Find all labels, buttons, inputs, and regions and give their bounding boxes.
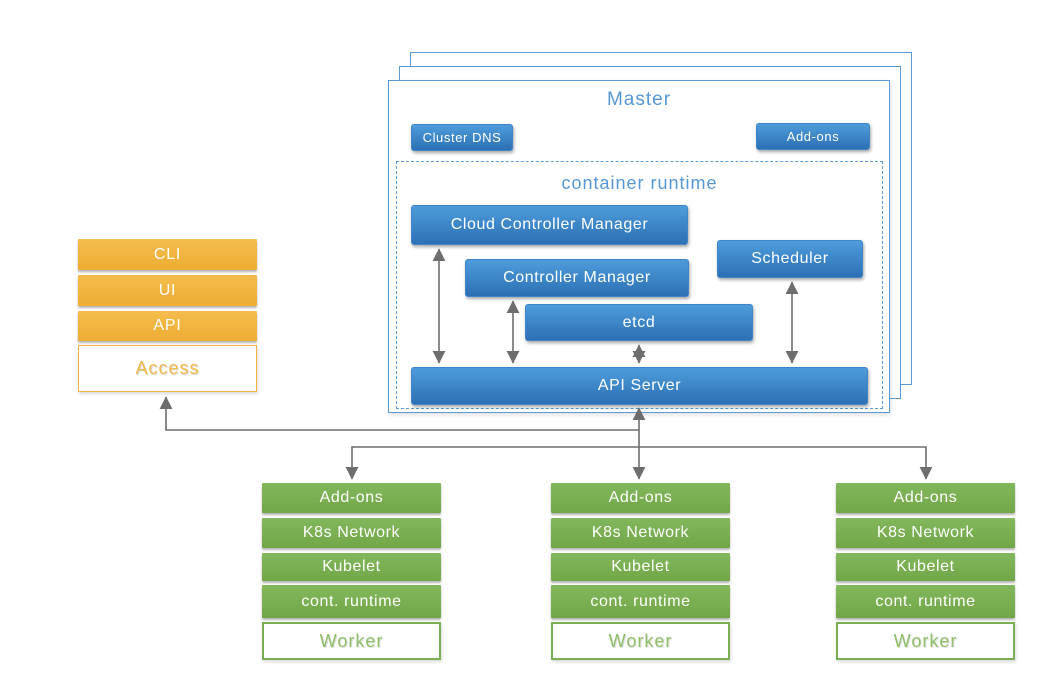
etcd-box: etcd	[525, 304, 753, 341]
worker1-label-box: Worker	[262, 622, 441, 660]
cli-box: CLI	[78, 239, 257, 270]
master-title: Master	[606, 89, 672, 110]
worker3-cont-runtime-box: cont. runtime	[836, 585, 1015, 618]
worker2-kubelet-box: Kubelet	[551, 553, 730, 581]
access-node: CLI UI API Access	[78, 239, 257, 392]
worker2-cont-runtime-box: cont. runtime	[551, 585, 730, 618]
worker3-addons-box: Add-ons	[836, 483, 1015, 513]
worker1-k8s-network-box: K8s Network	[262, 518, 441, 548]
arrow-api-server-worker-1	[345, 446, 639, 480]
worker3-kubelet-box: Kubelet	[836, 553, 1015, 581]
worker3-k8s-network-box: K8s Network	[836, 518, 1015, 548]
ui-box: UI	[78, 275, 257, 306]
container-runtime-title: container runtime	[561, 173, 718, 193]
worker3-label-box: Worker	[836, 622, 1015, 660]
worker2-addons-box: Add-ons	[551, 483, 730, 513]
cloud-controller-manager-box: Cloud Controller Manager	[411, 205, 688, 245]
api-box: API	[78, 311, 257, 341]
worker2-label-box: Worker	[551, 622, 730, 660]
api-server-box: API Server	[411, 367, 868, 405]
worker1-addons-box: Add-ons	[262, 483, 441, 513]
worker-node-1: Add-ons K8s Network Kubelet cont. runtim…	[262, 483, 441, 660]
scheduler-box: Scheduler	[717, 240, 863, 278]
worker-node-2: Add-ons K8s Network Kubelet cont. runtim…	[551, 483, 730, 660]
arrow-api-server-worker-3	[639, 446, 933, 480]
worker1-kubelet-box: Kubelet	[262, 553, 441, 581]
cluster-dns-box: Cluster DNS	[411, 124, 513, 151]
worker2-k8s-network-box: K8s Network	[551, 518, 730, 548]
worker1-cont-runtime-box: cont. runtime	[262, 585, 441, 618]
controller-manager-box: Controller Manager	[465, 259, 689, 297]
worker-node-3: Add-ons K8s Network Kubelet cont. runtim…	[836, 483, 1015, 660]
access-label-box: Access	[78, 345, 257, 392]
master-addons-box: Add-ons	[756, 123, 870, 150]
